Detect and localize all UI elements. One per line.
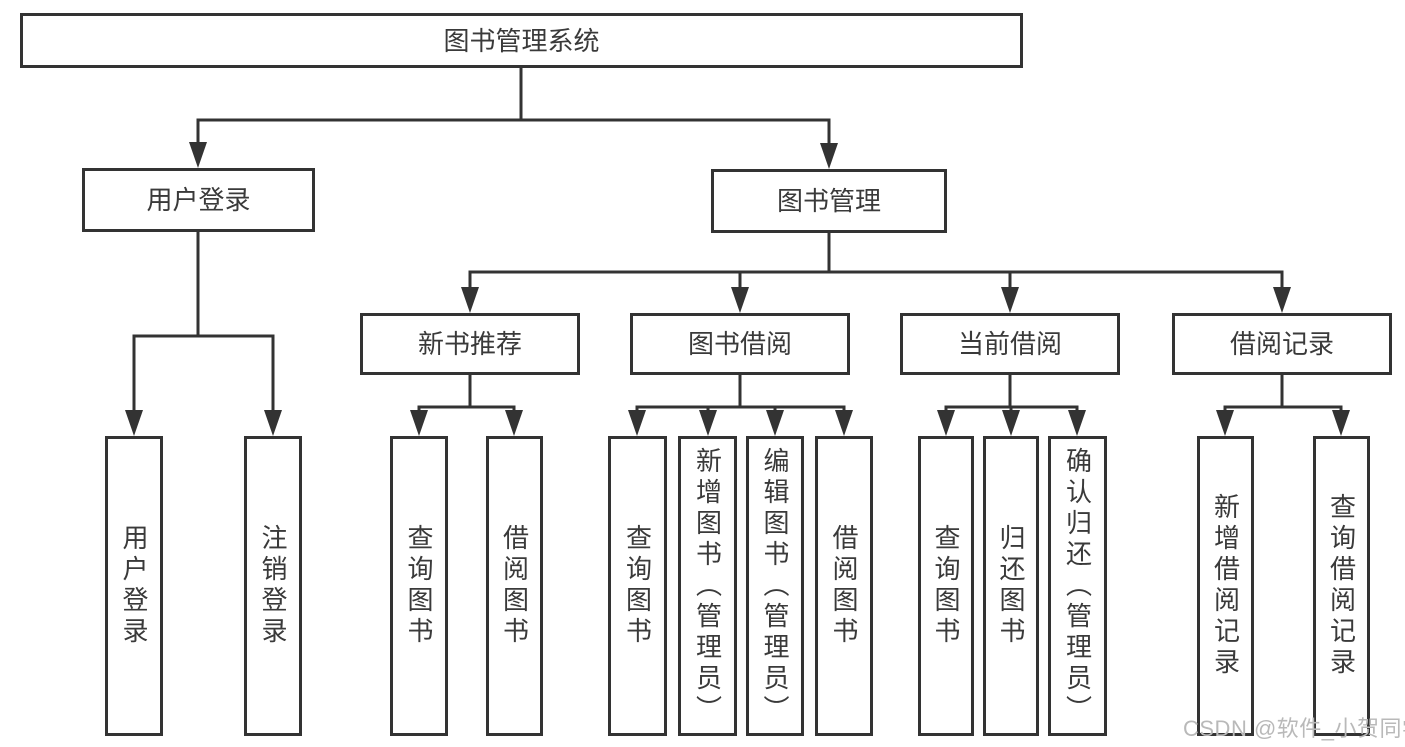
- leaf-recommend-borrow-books-label: 借阅图书: [499, 524, 530, 648]
- arrowhead: [264, 410, 282, 436]
- leaf-recommend-query-books-label: 查询图书: [404, 524, 434, 648]
- node-user-login: 用户登录: [82, 168, 315, 232]
- leaf-borrowing-add-books-label: 新增图书（管理员）: [692, 446, 723, 726]
- leaf-user-login: 用户登录: [105, 436, 163, 736]
- node-current-borrowing: 当前借阅: [900, 313, 1120, 375]
- arrowhead: [820, 143, 838, 169]
- arrowhead: [189, 142, 207, 168]
- node-book-management: 图书管理: [711, 169, 947, 233]
- node-book-borrowing-label: 图书借阅: [687, 329, 792, 359]
- arrowhead: [699, 410, 717, 436]
- watermark: CSDN @软件_小贺同学: [1183, 716, 1405, 741]
- arrowhead: [731, 287, 749, 313]
- arrowhead: [505, 410, 523, 436]
- leaf-logout-label: 注销登录: [258, 524, 288, 648]
- leaf-recommend-borrow-books: 借阅图书: [486, 436, 543, 736]
- leaf-current-return-books: 归还图书: [983, 436, 1039, 736]
- leaf-records-add-record: 新增借阅记录: [1197, 436, 1254, 736]
- leaf-records-query-record-label: 查询借阅记录: [1326, 493, 1357, 679]
- leaf-borrowing-borrow-books-label: 借阅图书: [829, 524, 859, 648]
- arrowhead: [766, 410, 784, 436]
- leaf-recommend-query-books: 查询图书: [390, 436, 448, 736]
- arrowhead: [1002, 410, 1020, 436]
- leaf-current-confirm-return: 确认归还（管理员）: [1048, 436, 1107, 736]
- node-borrowing-records: 借阅记录: [1172, 313, 1392, 375]
- arrowhead: [628, 410, 646, 436]
- arrowhead: [1216, 410, 1234, 436]
- leaf-current-query-books-label: 查询图书: [931, 524, 961, 648]
- leaf-borrowing-query-books-label: 查询图书: [622, 524, 653, 648]
- leaf-records-add-record-label: 新增借阅记录: [1210, 493, 1241, 679]
- leaf-borrowing-borrow-books: 借阅图书: [815, 436, 873, 736]
- leaf-borrowing-add-books: 新增图书（管理员）: [678, 436, 737, 736]
- leaf-current-return-books-label: 归还图书: [996, 524, 1026, 648]
- arrowhead: [125, 410, 143, 436]
- leaf-borrowing-edit-books: 编辑图书（管理员）: [746, 436, 804, 736]
- leaf-borrowing-query-books: 查询图书: [608, 436, 667, 736]
- arrowhead: [835, 410, 853, 436]
- arrowhead: [1001, 287, 1019, 313]
- arrowhead: [410, 410, 428, 436]
- arrowhead: [461, 287, 479, 313]
- leaf-current-query-books: 查询图书: [918, 436, 974, 736]
- node-root: 图书管理系统: [20, 13, 1023, 68]
- leaf-borrowing-edit-books-label: 编辑图书（管理员）: [760, 446, 790, 726]
- node-current-borrowing-label: 当前借阅: [957, 329, 1062, 359]
- node-user-login-label: 用户登录: [146, 185, 251, 215]
- leaf-logout: 注销登录: [244, 436, 302, 736]
- arrowhead: [1332, 410, 1350, 436]
- node-new-book-recommend: 新书推荐: [360, 313, 580, 375]
- leaf-user-login-label: 用户登录: [119, 524, 149, 648]
- arrowhead: [1068, 410, 1086, 436]
- leaf-records-query-record: 查询借阅记录: [1313, 436, 1370, 736]
- node-book-borrowing: 图书借阅: [630, 313, 850, 375]
- arrowhead: [937, 410, 955, 436]
- arrowhead: [1273, 287, 1291, 313]
- node-new-book-recommend-label: 新书推荐: [417, 329, 522, 359]
- node-borrowing-records-label: 借阅记录: [1229, 329, 1334, 359]
- node-book-management-label: 图书管理: [776, 186, 881, 216]
- leaf-current-confirm-return-label: 确认归还（管理员）: [1062, 446, 1093, 726]
- node-root-label: 图书管理系统: [443, 25, 600, 56]
